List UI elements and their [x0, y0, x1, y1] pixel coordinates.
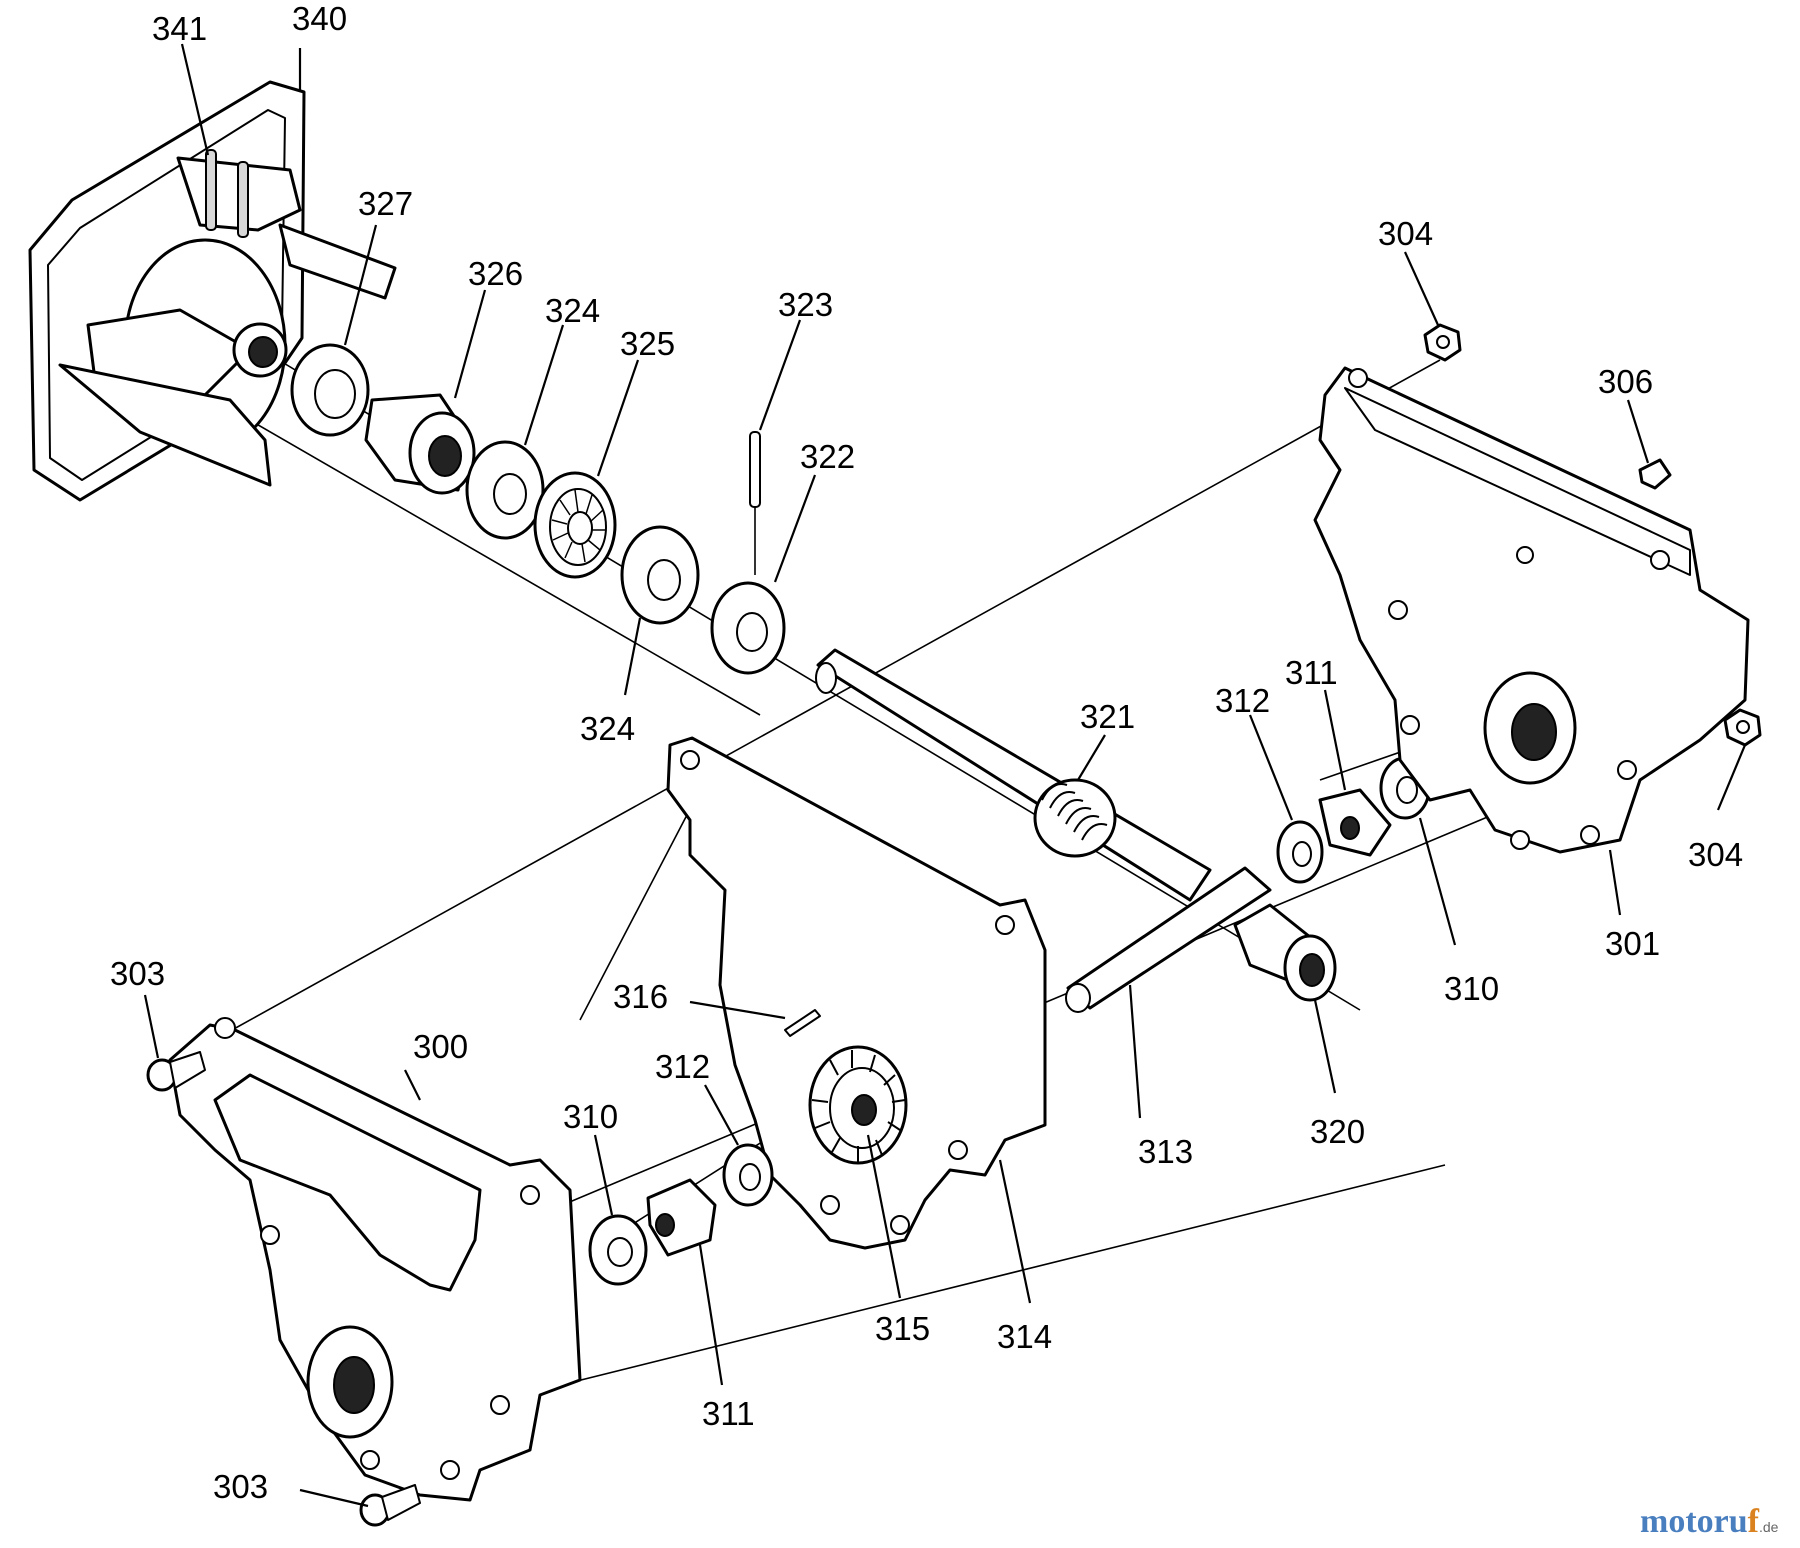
impeller-housing-340	[28, 80, 397, 502]
callout-301: 301	[1605, 925, 1660, 962]
callout-327: 327	[358, 185, 413, 222]
callout-340: 340	[292, 0, 347, 37]
bearing-flange-327	[290, 343, 370, 437]
callout-labels: 341 340 327 326 324 325 323 322 324 304 …	[110, 0, 1743, 1505]
washer-312-right	[1276, 820, 1324, 884]
shaft-313	[1065, 866, 1272, 1013]
washer-312-left	[722, 1143, 774, 1207]
screw-303-lower	[359, 1484, 421, 1527]
callout-304-lower: 304	[1688, 836, 1743, 873]
callout-326: 326	[468, 255, 523, 292]
callout-312-left: 312	[655, 1048, 710, 1085]
callout-314: 314	[997, 1318, 1052, 1355]
callout-320: 320	[1310, 1113, 1365, 1150]
callout-300: 300	[413, 1028, 468, 1065]
callout-311-left: 311	[702, 1395, 755, 1432]
callout-313: 313	[1138, 1133, 1193, 1170]
callout-321: 321	[1080, 698, 1135, 735]
watermark-main: motoru	[1640, 1503, 1748, 1540]
nut-304-upper	[1423, 323, 1462, 362]
washer-324-upper	[465, 440, 545, 540]
callout-324-upper: 324	[545, 292, 600, 329]
callout-341: 341	[152, 10, 207, 47]
callout-324-lower: 324	[580, 710, 635, 747]
collar-322	[710, 581, 786, 675]
gasket-314	[666, 736, 1047, 1250]
callout-311-right: 311	[1285, 654, 1338, 691]
bushing-311-right	[1318, 788, 1392, 857]
svg-text:motoruf.de: motoruf.de	[1640, 1503, 1779, 1540]
washer-310-left	[588, 1214, 648, 1286]
screw-303-upper	[146, 1051, 206, 1092]
washer-324-lower	[620, 525, 700, 625]
gear-case-301	[1313, 366, 1750, 854]
callout-303-upper: 303	[110, 955, 165, 992]
bushing-320	[1233, 903, 1337, 1002]
worm-shaft-321	[815, 648, 1212, 902]
leader-lines	[143, 43, 1747, 1508]
thrust-bearing-325	[533, 471, 617, 579]
callout-310-left: 310	[563, 1098, 618, 1135]
gear-case-300	[168, 1017, 582, 1502]
roll-pin-323	[749, 431, 761, 508]
bearing-sleeve-326	[364, 393, 476, 495]
watermark-accent: f	[1748, 1503, 1760, 1540]
watermark-suffix: .de	[1759, 1519, 1779, 1535]
key-316	[784, 1009, 821, 1037]
callout-306: 306	[1598, 363, 1653, 400]
callout-322: 322	[800, 438, 855, 475]
callout-310-right: 310	[1444, 970, 1499, 1007]
callout-303-lower: 303	[213, 1468, 268, 1505]
callout-312-right: 312	[1215, 682, 1270, 719]
gear-315	[808, 1045, 908, 1165]
bushing-311-left	[646, 1178, 717, 1257]
callout-316: 316	[613, 978, 668, 1015]
watermark: motoruf.de	[1640, 1503, 1779, 1540]
callout-323: 323	[778, 286, 833, 323]
grease-fitting-306	[1638, 458, 1672, 490]
callout-315: 315	[875, 1310, 930, 1347]
nut-304-lower	[1723, 708, 1762, 747]
callout-325: 325	[620, 325, 675, 362]
callout-304-upper: 304	[1378, 215, 1433, 252]
